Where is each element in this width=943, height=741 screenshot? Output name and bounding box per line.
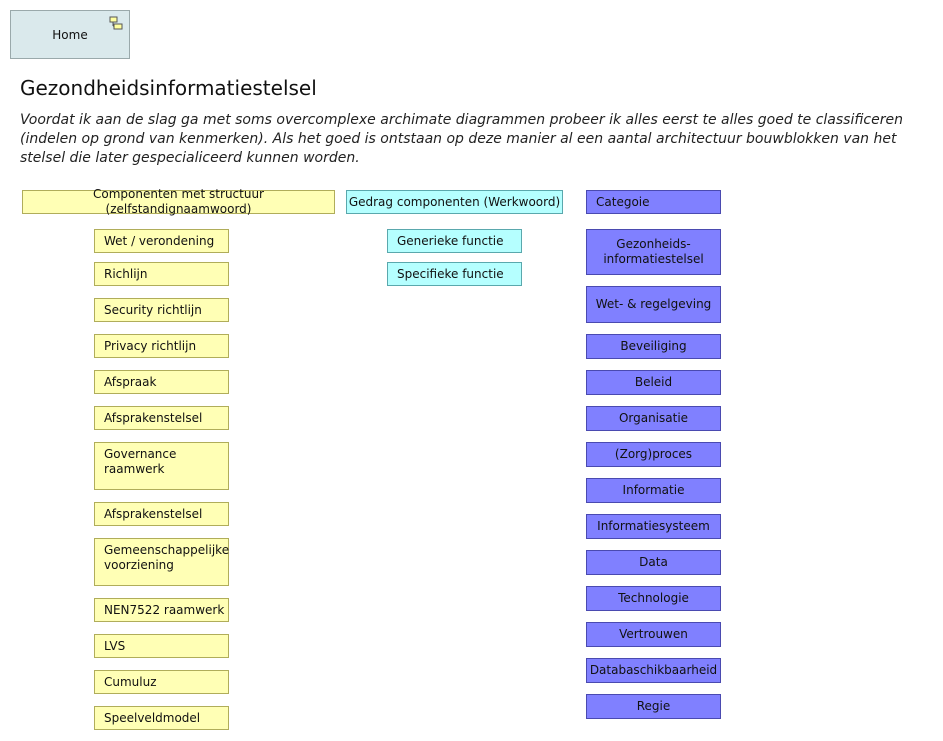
category-item[interactable]: Organisatie	[586, 406, 721, 431]
category-item-label: Informatiesysteem	[597, 519, 710, 533]
behaviour-item-label: Generieke functie	[397, 234, 504, 248]
category-item-label: Data	[639, 555, 668, 569]
category-item-label: Wet- & regelgeving	[595, 297, 712, 311]
behaviour-header[interactable]: Gedrag componenten (Werkwoord)	[346, 190, 563, 214]
page-description: Voordat ik aan de slag ga met soms overc…	[20, 112, 903, 166]
category-item-label: Databaschikbaarheid	[589, 663, 718, 677]
structure-header-label: Componenten met structuur (zelfstandigna…	[92, 187, 264, 216]
category-item-label: Gezonheids-informatiestelsel	[603, 237, 704, 266]
structure-item-label: Security richtlijn	[104, 303, 202, 317]
structure-item[interactable]: Afspraak	[94, 370, 229, 394]
category-item-label: Technologie	[618, 591, 689, 605]
structure-item-label: Wet / verondening	[104, 234, 215, 248]
category-item[interactable]: Technologie	[586, 586, 721, 611]
structure-item[interactable]: Speelveldmodel	[94, 706, 229, 730]
structure-item[interactable]: Richlijn	[94, 262, 229, 286]
structure-item-label: Speelveldmodel	[104, 711, 201, 725]
structure-item[interactable]: Cumuluz	[94, 670, 229, 694]
structure-item-label: Privacy richtlijn	[104, 339, 197, 353]
structure-item[interactable]: Security richtlijn	[94, 298, 229, 322]
structure-item-label: NEN7522 raamwerk	[104, 603, 225, 617]
structure-item[interactable]: Gemeenschappelijke voorziening	[94, 538, 229, 586]
home-label: Home	[52, 27, 88, 42]
diagram-model-icon	[109, 16, 123, 30]
structure-item[interactable]: Wet / verondening	[94, 229, 229, 253]
category-item[interactable]: Informatiesysteem	[586, 514, 721, 539]
category-item-label: Beveiliging	[620, 339, 687, 353]
category-item-label: (Zorg)proces	[614, 447, 693, 461]
category-item[interactable]: (Zorg)proces	[586, 442, 721, 467]
category-item[interactable]: Vertrouwen	[586, 622, 721, 647]
structure-header[interactable]: Componenten met structuur (zelfstandigna…	[22, 187, 335, 216]
category-item-label: Informatie	[622, 483, 685, 497]
behaviour-header-label: Gedrag componenten (Werkwoord)	[348, 194, 561, 209]
category-item[interactable]: Beleid	[586, 370, 721, 395]
structure-item-label: Gemeenschappelijke voorziening	[104, 543, 230, 572]
structure-item-label: Afsprakenstelsel	[104, 507, 203, 521]
structure-item[interactable]: Afsprakenstelsel	[94, 406, 229, 430]
category-item-label: Vertrouwen	[619, 627, 688, 641]
category-header[interactable]: Categoie	[586, 190, 721, 214]
category-item-label: Beleid	[634, 375, 673, 389]
category-item[interactable]: Informatie	[586, 478, 721, 503]
category-header-label: Categoie	[596, 195, 650, 209]
structure-item-label: LVS	[104, 639, 126, 653]
category-item[interactable]: Regie	[586, 694, 721, 719]
structure-item[interactable]: NEN7522 raamwerk	[94, 598, 229, 622]
category-item[interactable]: Wet- & regelgeving	[586, 286, 721, 323]
structure-item[interactable]: Governance raamwerk	[94, 442, 229, 490]
structure-item-label: Afsprakenstelsel	[104, 411, 203, 425]
structure-item-label: Governance raamwerk	[104, 447, 177, 476]
category-item[interactable]: Databaschikbaarheid	[586, 658, 721, 683]
category-item[interactable]: Gezonheids-informatiestelsel	[586, 229, 721, 275]
category-item-label: Organisatie	[618, 411, 689, 425]
category-item[interactable]: Data	[586, 550, 721, 575]
structure-item-label: Afspraak	[104, 375, 157, 389]
category-item[interactable]: Beveiliging	[586, 334, 721, 359]
structure-item-label: Cumuluz	[104, 675, 157, 689]
structure-item[interactable]: Privacy richtlijn	[94, 334, 229, 358]
behaviour-item[interactable]: Generieke functie	[387, 229, 522, 253]
page-title: Gezondheidsinformatiestelsel	[20, 76, 317, 100]
category-item-label: Regie	[636, 699, 671, 713]
structure-item[interactable]: LVS	[94, 634, 229, 658]
structure-item[interactable]: Afsprakenstelsel	[94, 502, 229, 526]
structure-item-label: Richlijn	[104, 267, 148, 281]
behaviour-item-label: Specifieke functie	[397, 267, 504, 281]
behaviour-item[interactable]: Specifieke functie	[387, 262, 522, 286]
home-button[interactable]: Home	[10, 10, 130, 59]
